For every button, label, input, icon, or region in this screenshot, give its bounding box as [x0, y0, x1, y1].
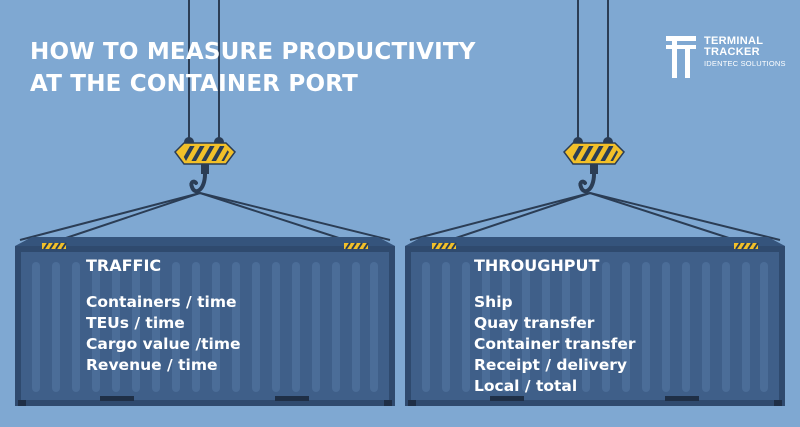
right-sling-2: [449, 192, 591, 241]
throughput-heading: THROUGHPUT: [474, 256, 600, 275]
traffic-item: TEUs / time: [86, 314, 185, 332]
left-sling-4: [199, 192, 391, 241]
left-shipping-container: [15, 237, 395, 406]
right-shipping-container: [405, 237, 785, 406]
logo-line-1: TERMINAL: [704, 35, 764, 47]
right-sling-4: [589, 192, 781, 241]
logo-line-2: TRACKER: [704, 46, 760, 58]
throughput-item: Local / total: [474, 377, 578, 395]
title-line-2: AT THE CONTAINER PORT: [30, 71, 358, 97]
logo-wordmark: TERMINAL TRACKER IDENTEC SOLUTIONS: [704, 36, 786, 69]
traffic-item: Containers / time: [86, 293, 237, 311]
throughput-item: Quay transfer: [474, 314, 595, 332]
throughput-panel: THROUGHPUT Ship Quay transfer Container …: [474, 256, 636, 397]
throughput-item: Ship: [474, 293, 513, 311]
traffic-item: Revenue / time: [86, 356, 218, 374]
left-hook-icon: [189, 172, 207, 194]
left-hook-block: [174, 137, 236, 194]
right-crane-assembly: [405, 0, 785, 406]
left-sling-2: [59, 192, 201, 241]
right-hazard-stripe-left: [432, 242, 457, 250]
title-line-1: HOW TO MEASURE PRODUCTIVITY: [30, 39, 476, 65]
traffic-heading: TRAFFIC: [86, 256, 162, 275]
left-sling-1: [19, 192, 201, 241]
throughput-item: Container transfer: [474, 335, 636, 353]
left-hazard-stripe-left: [42, 242, 67, 250]
right-hook-block: [563, 137, 625, 194]
left-sling-3: [199, 192, 346, 241]
right-hazard-stripe-right: [734, 242, 759, 250]
left-hazard-stripe-right: [344, 242, 369, 250]
right-sling-1: [409, 192, 591, 241]
right-hook-icon: [578, 172, 596, 194]
right-forklift-pocket-2: [665, 396, 699, 401]
traffic-item: Cargo value /time: [86, 335, 241, 353]
left-forklift-pocket-1: [100, 396, 134, 401]
traffic-panel: TRAFFIC Containers / time TEUs / time Ca…: [86, 256, 241, 376]
logo-line-3: IDENTEC SOLUTIONS: [704, 59, 786, 68]
throughput-item: Receipt / delivery: [474, 356, 628, 374]
tt-logo-icon: [666, 36, 696, 78]
left-crane-assembly: [15, 0, 395, 406]
terminal-tracker-logo: TERMINAL TRACKER IDENTEC SOLUTIONS: [666, 36, 786, 81]
left-forklift-pocket-2: [275, 396, 309, 401]
right-sling-3: [589, 192, 736, 241]
page-title: HOW TO MEASURE PRODUCTIVITY AT THE CONTA…: [30, 36, 476, 100]
right-forklift-pocket-1: [490, 396, 524, 401]
